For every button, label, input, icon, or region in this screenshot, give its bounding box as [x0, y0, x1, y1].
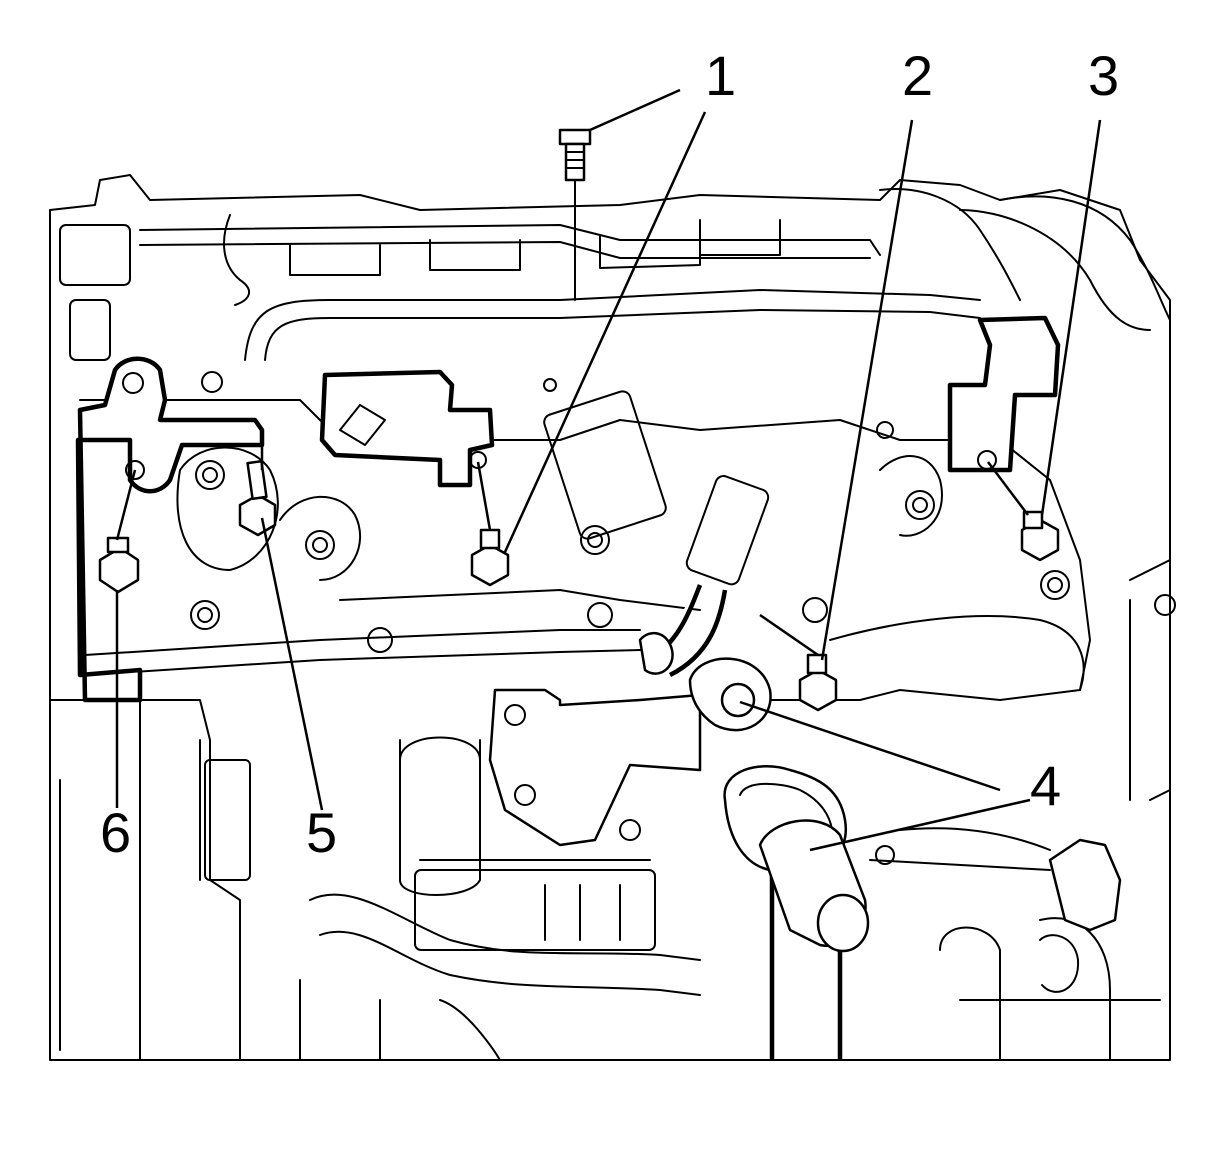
coolant-outlet-pipe — [723, 765, 870, 1060]
callout-label-6: 6 — [100, 801, 131, 864]
left-bracket — [75, 356, 265, 703]
sensor-hose — [638, 584, 772, 732]
leader-line-1 — [503, 111, 707, 553]
bolt-3-icon — [1020, 510, 1060, 562]
bolt-1-icon — [470, 528, 510, 587]
leader-line-6b — [115, 469, 137, 541]
leader-line-5 — [260, 517, 324, 811]
callout-label-4: 4 — [1030, 754, 1061, 817]
callout-labels: 1 2 3 4 5 6 — [100, 44, 1119, 864]
leader-line-3 — [1040, 119, 1102, 516]
loose-bolt-icon — [558, 128, 592, 301]
callout-label-5: 5 — [306, 801, 337, 864]
center-bracket — [319, 369, 495, 488]
leader-line-4b — [739, 700, 1001, 792]
leader-line-1b — [476, 461, 492, 531]
leader-line-2 — [820, 119, 914, 661]
callout-label-3: 3 — [1088, 44, 1119, 107]
callout-label-2: 2 — [902, 44, 933, 107]
leader-line-1-bolt — [589, 88, 681, 132]
engine-background — [49, 174, 1176, 1061]
leader-lines — [115, 88, 1102, 852]
leader-line-4a — [809, 798, 1031, 852]
bolt-2-icon — [798, 653, 838, 712]
bolt-5-icon — [238, 459, 277, 537]
right-bracket — [947, 315, 1061, 473]
leader-line-2b — [759, 613, 819, 657]
leader-line-3b — [987, 461, 1029, 516]
bolt-6-icon — [98, 536, 140, 594]
callout-label-1: 1 — [705, 44, 736, 107]
outlet-bracket — [488, 688, 702, 847]
